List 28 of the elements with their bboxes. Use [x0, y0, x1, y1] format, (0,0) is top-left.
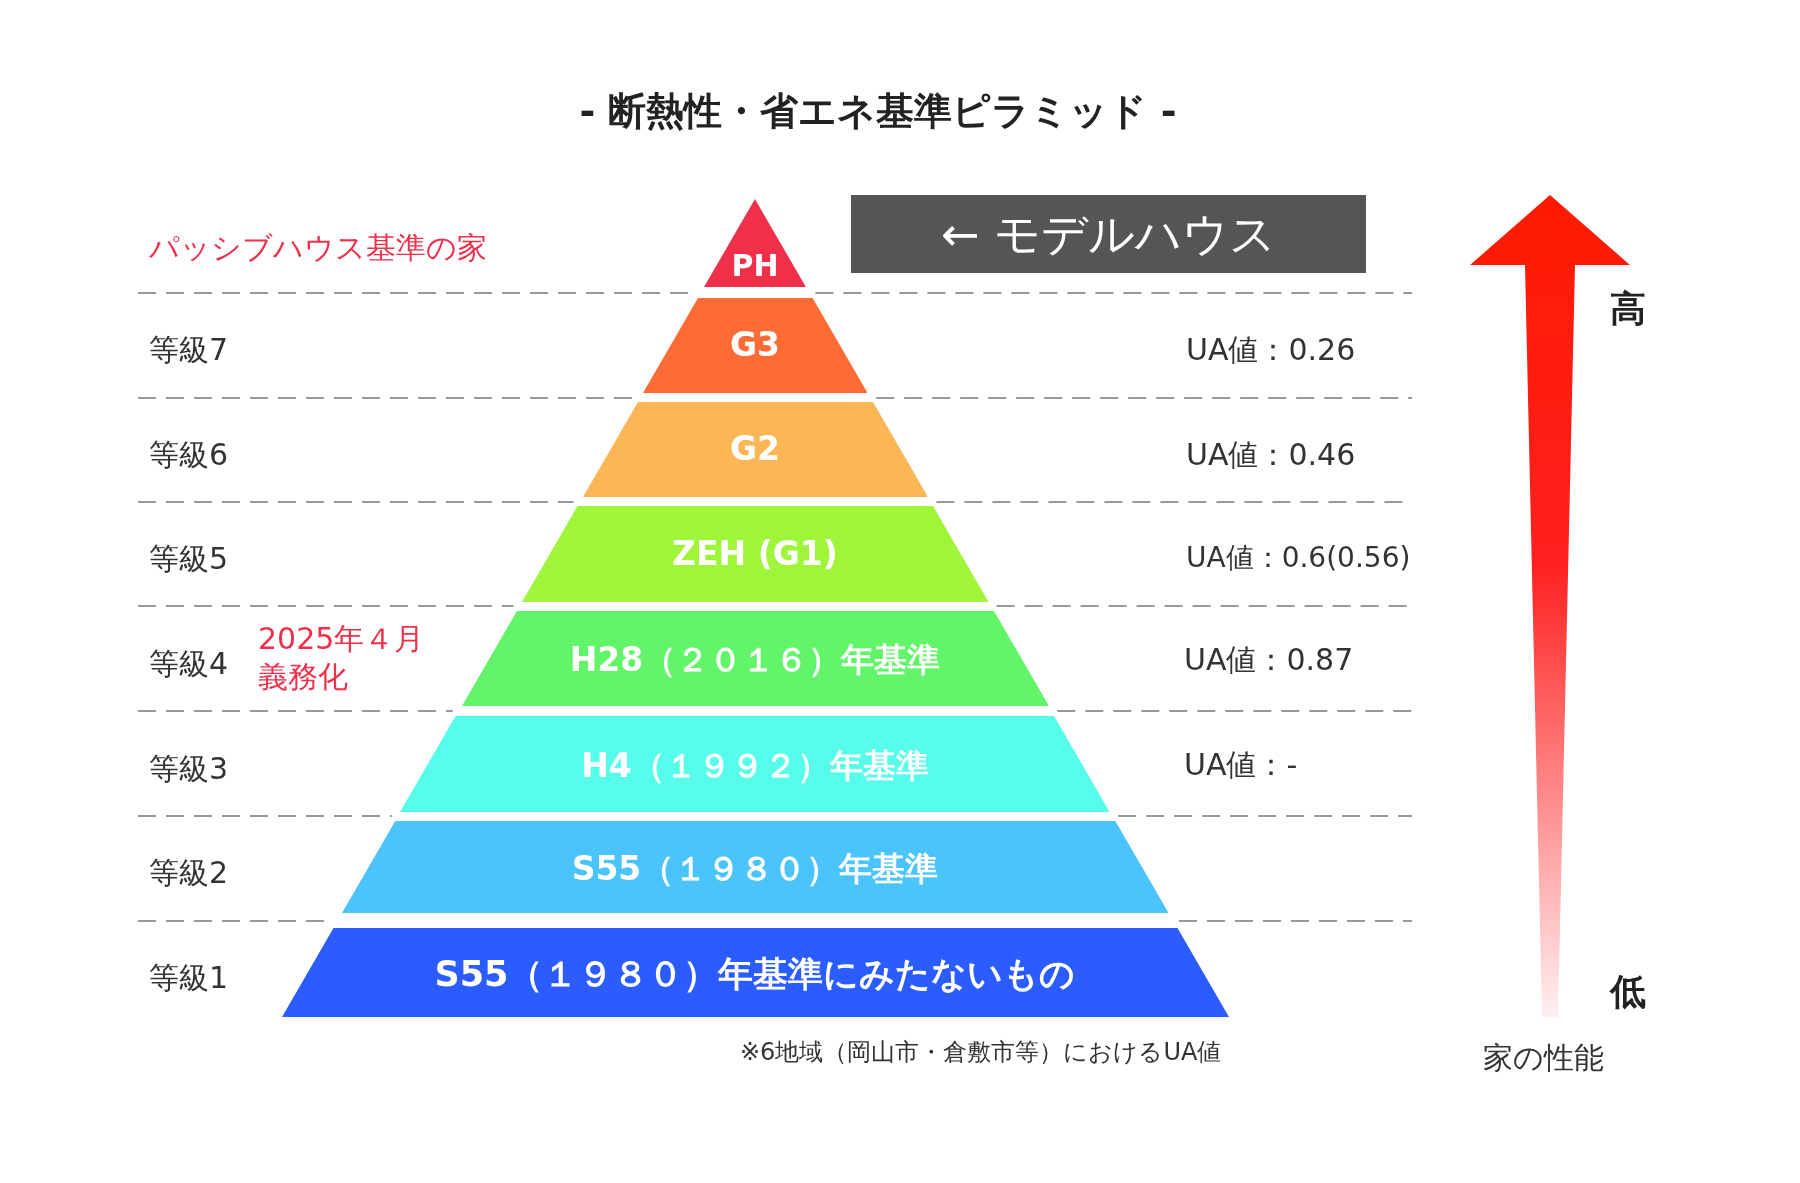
value-label: UA値：0.6(0.56): [1186, 540, 1411, 576]
pyramid-tier: S55（１９８０）年基準にみたないもの: [281, 928, 1229, 1017]
note-text: パッシブハウス基準の家: [149, 229, 487, 267]
pyramid-tier: S55（１９８０）年基準: [341, 821, 1169, 913]
axis-label: 家の性能: [1483, 1039, 1604, 1077]
value-label: UA値：0.87: [1184, 641, 1354, 679]
grade-label: 等級3: [149, 750, 229, 788]
title: - 断熱性・省エネ基準ピラミッド -: [578, 88, 1178, 135]
pyramid-apex: PH: [704, 199, 806, 287]
value-label: UA値：-: [1184, 746, 1298, 784]
grade-label: 等級4: [149, 645, 229, 683]
footnote: ※6地域（岡山市・倉敷市等）におけるUA値: [740, 1037, 1222, 1068]
grade-label: 等級5: [149, 540, 229, 578]
label-box: ← モデルハウス: [851, 195, 1366, 273]
pyramid-tier: G2: [582, 402, 928, 497]
grade-label: 等級1: [149, 959, 229, 997]
grade-label: 等級7: [149, 331, 229, 369]
value-label: UA値：0.26: [1186, 331, 1356, 369]
scale-label: 低: [1610, 970, 1646, 1014]
grade-label: 等級2: [149, 854, 229, 892]
value-label: UA値：0.46: [1186, 436, 1356, 474]
pyramid-tier: G3: [642, 298, 868, 393]
grade-label: 等級6: [149, 436, 229, 474]
pyramid-tier: H28（２０１６）年基準: [461, 611, 1049, 706]
pyramid-tier: ZEH (G1): [521, 506, 989, 602]
note-text: 2025年４月義務化: [258, 620, 426, 696]
scale-label: 高: [1610, 287, 1646, 331]
pyramid-tier: H4（１９９２）年基準: [400, 716, 1110, 812]
